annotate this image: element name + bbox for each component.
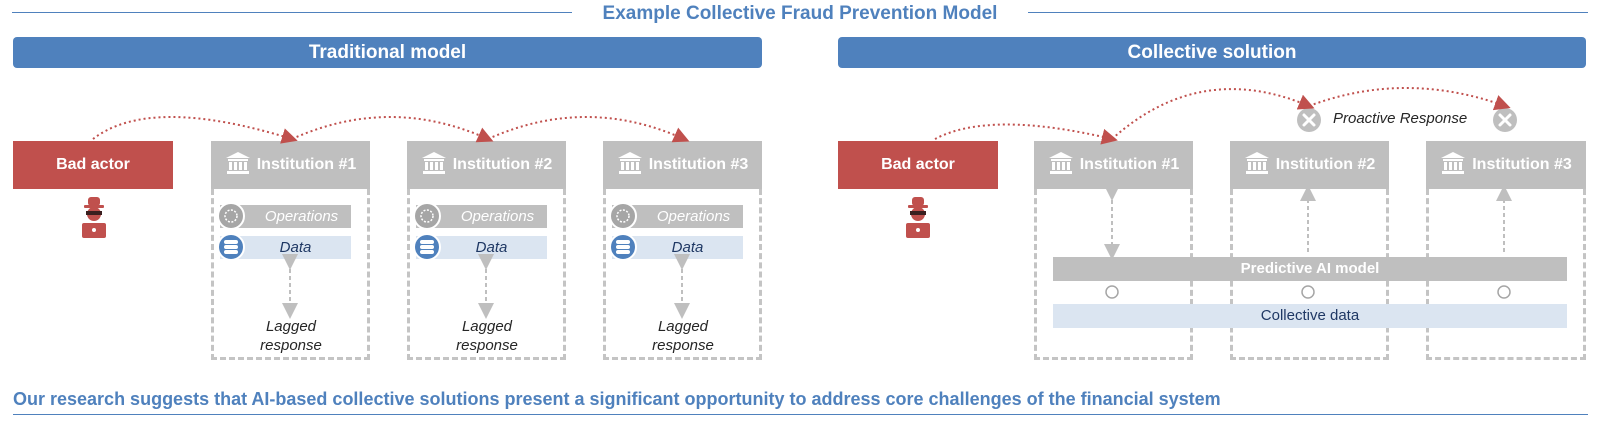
traditional-institution-1-box — [211, 189, 370, 360]
bank-icon — [225, 151, 251, 180]
collective-bad-actor: Bad actor — [838, 141, 998, 189]
institution-name: Institution #3 — [1472, 156, 1572, 173]
attack-arrow — [1308, 87, 1511, 111]
data-bar: Data — [416, 236, 547, 259]
traditional-institution-2-header: Institution #2 — [407, 141, 566, 189]
lagged-response: Lagged response — [260, 318, 322, 354]
hacker-icon — [79, 196, 109, 242]
collective-solution-header: Collective solution — [838, 37, 1586, 68]
close-icon — [1296, 107, 1322, 133]
operations-bar: Operations — [416, 205, 547, 228]
traditional-institution-3-box — [603, 189, 762, 360]
institution-name: Institution #2 — [452, 156, 553, 173]
lagged-response: Lagged response — [652, 318, 714, 354]
traditional-institution-2-box — [407, 189, 566, 360]
database-icon — [609, 233, 637, 261]
attack-arrow — [1111, 88, 1315, 140]
bank-icon — [617, 151, 643, 180]
gear-icon — [413, 202, 441, 230]
data-bar: Data — [612, 236, 743, 259]
close-icon — [1492, 107, 1518, 133]
page-title: Example Collective Fraud Prevention Mode… — [0, 2, 1600, 26]
bank-icon — [1244, 151, 1270, 180]
predictive-ai-model-bar: Predictive AI model — [1053, 257, 1567, 281]
bank-icon — [1440, 151, 1466, 180]
attack-arrow — [934, 123, 1118, 145]
bank-icon — [1048, 151, 1074, 180]
hacker-icon — [903, 196, 933, 242]
title-rule-right — [1028, 12, 1588, 13]
data-bar: Data — [220, 236, 351, 259]
traditional-institution-3-header: Institution #3 — [603, 141, 762, 189]
operations-bar: Operations — [220, 205, 351, 228]
collective-institution-2-header: Institution #2 — [1230, 141, 1389, 189]
sync-icon — [1105, 285, 1511, 299]
bank-icon — [421, 151, 447, 180]
institution-name: Institution #1 — [256, 156, 357, 173]
attack-arrow — [92, 116, 298, 144]
attack-arrow — [291, 116, 494, 143]
institution-name: Institution #1 — [1079, 156, 1180, 173]
institution-name: Institution #2 — [1275, 156, 1376, 173]
collective-institution-3-header: Institution #3 — [1426, 141, 1586, 189]
traditional-model-header: Traditional model — [13, 37, 762, 68]
collective-institution-1-header: Institution #1 — [1034, 141, 1193, 189]
institution-name: Institution #3 — [648, 156, 749, 173]
title-rule-left — [12, 12, 572, 13]
lagged-response: Lagged response — [456, 318, 518, 354]
gear-icon — [609, 202, 637, 230]
gear-icon — [217, 202, 245, 230]
attack-arrow — [487, 116, 690, 143]
collective-data-bar: Collective data — [1053, 304, 1567, 328]
footer-rule — [13, 414, 1588, 415]
operations-bar: Operations — [612, 205, 743, 228]
traditional-institution-1-header: Institution #1 — [211, 141, 370, 189]
traditional-bad-actor: Bad actor — [13, 141, 173, 189]
footer-statement: Our research suggests that AI-based coll… — [13, 389, 1221, 409]
gear-glyph — [224, 209, 630, 223]
database-glyph — [224, 240, 630, 254]
proactive-response-label: Proactive Response — [1333, 110, 1468, 127]
